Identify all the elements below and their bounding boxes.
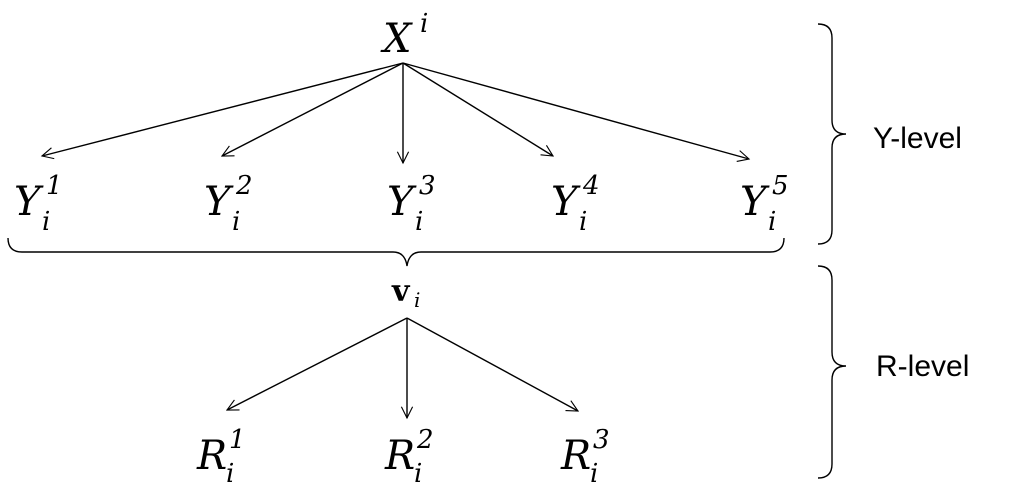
y-node-4-sub: i <box>579 207 587 237</box>
r-level-brace <box>817 265 847 479</box>
y-node-4-base: Y <box>551 179 581 225</box>
y-node-2-base: Y <box>204 179 234 225</box>
r-node-2-base: R <box>384 433 415 479</box>
y-node-2-sup: 2 <box>235 171 253 201</box>
root-base: X <box>380 16 413 62</box>
y-node-1-sup: 1 <box>46 171 63 201</box>
edge-root-to-y2 <box>220 62 404 157</box>
edge-v-to-r1 <box>225 317 408 411</box>
y-node-1-base: Y <box>14 179 44 225</box>
root-sup: i <box>420 9 428 39</box>
edge-root-to-y5 <box>402 62 751 162</box>
edge-root-to-y1 <box>40 62 404 160</box>
root-edges <box>40 62 751 165</box>
v-node: v i <box>391 274 420 312</box>
edge-root-to-y4 <box>402 62 555 157</box>
y-node-4-sup: 4 <box>582 171 600 201</box>
r-node-1-base: R <box>196 433 227 479</box>
y-node-3-base: Y <box>387 179 417 225</box>
v-node-sub: i <box>414 288 420 312</box>
root-node: X i <box>380 9 428 62</box>
y-node-1-sub: i <box>42 207 50 237</box>
y-node-2: Y 2 i <box>204 171 253 237</box>
r-node-3-base: R <box>560 433 591 479</box>
v-edges <box>225 317 580 420</box>
y-node-2-sub: i <box>232 207 240 237</box>
v-node-base: v <box>391 274 411 309</box>
y-node-5-sub: i <box>768 207 776 237</box>
r-node-2-sup: 2 <box>416 425 434 455</box>
r-node-1: R 1 i <box>196 425 246 489</box>
y-level-label: Y-level <box>873 122 962 155</box>
y-level-brace <box>817 23 847 245</box>
edge-v-to-r3 <box>406 317 580 412</box>
y-node-1: Y 1 i <box>14 171 63 237</box>
r-node-2: R 2 i <box>384 425 434 489</box>
r-node-1-sub: i <box>226 459 234 489</box>
r-node-3-sup: 3 <box>593 425 610 455</box>
y-node-4: Y 4 i <box>551 171 600 237</box>
r-node-1-sup: 1 <box>229 425 246 455</box>
r-node-3: R 3 i <box>560 425 610 489</box>
y-node-3: Y 3 i <box>387 171 436 237</box>
y-underbrace <box>7 237 785 267</box>
y-node-5-sup: 5 <box>772 171 789 201</box>
y-node-5: Y 5 i <box>740 171 789 237</box>
r-node-3-sub: i <box>590 459 598 489</box>
y-node-5-base: Y <box>740 179 770 225</box>
r-node-2-sub: i <box>414 459 422 489</box>
r-level-label: R-level <box>876 350 969 383</box>
y-node-3-sup: 3 <box>419 171 436 201</box>
y-node-3-sub: i <box>415 207 423 237</box>
